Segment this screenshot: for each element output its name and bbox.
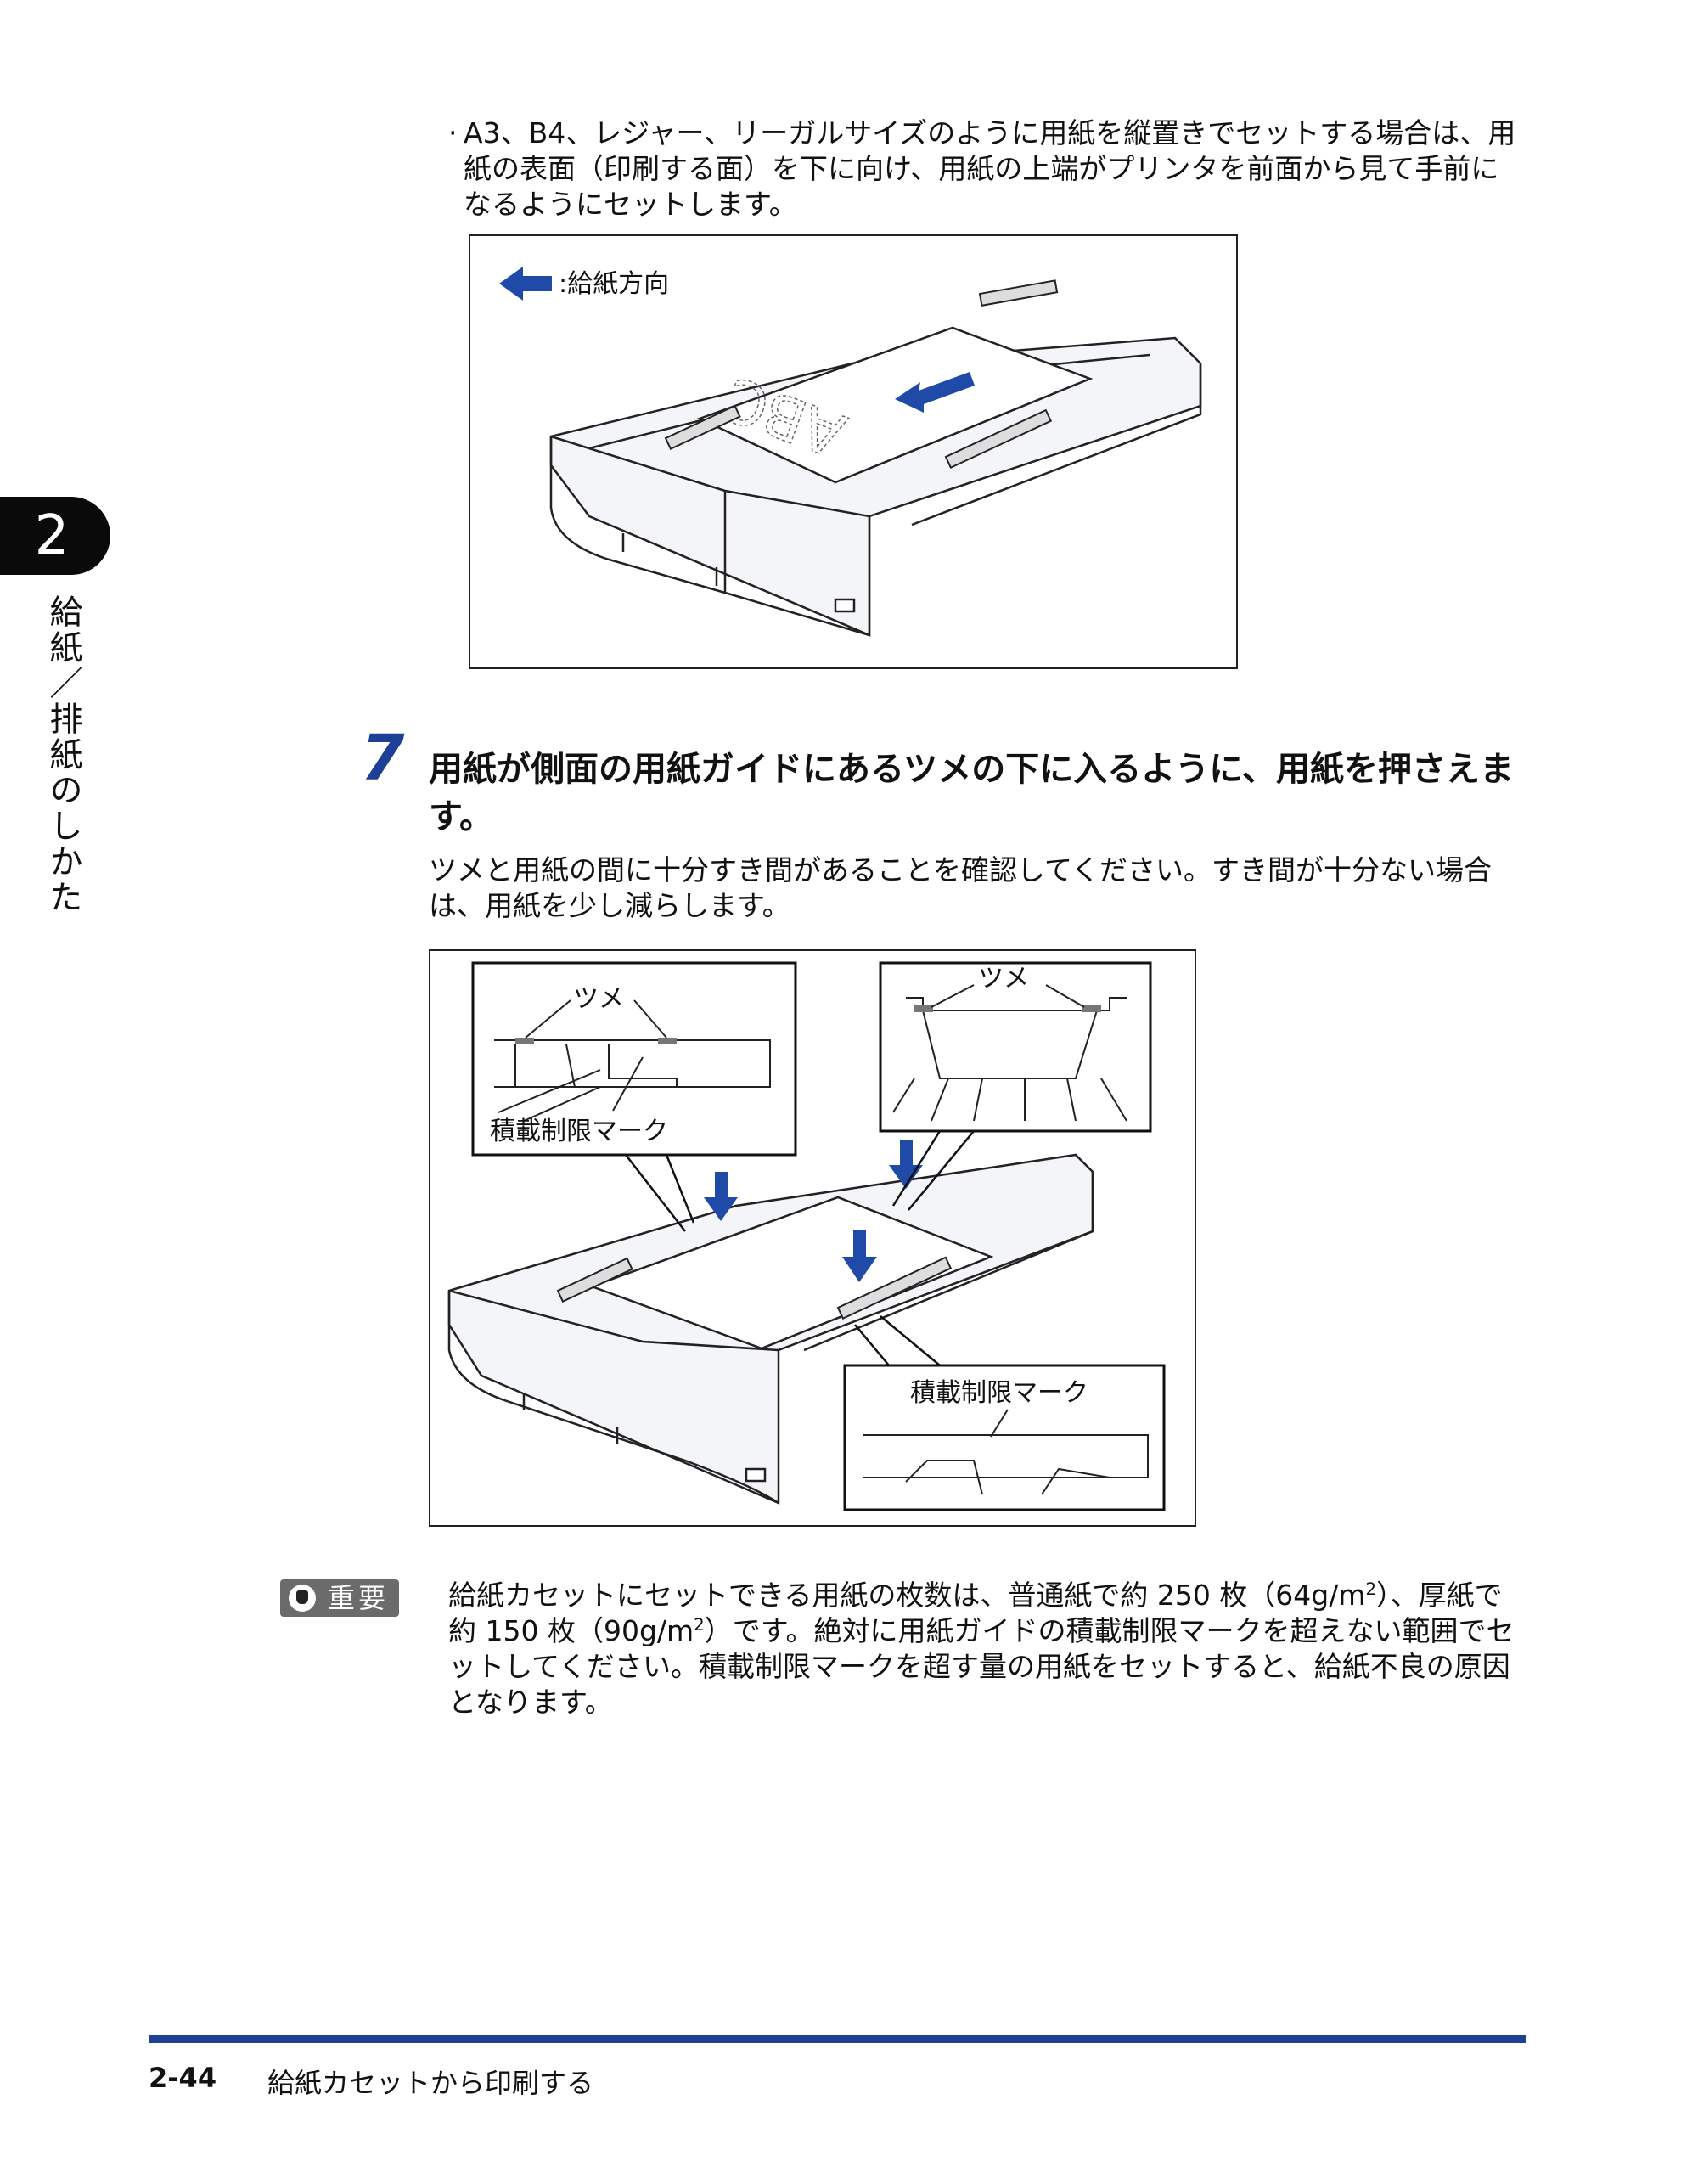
inset-right	[879, 961, 1152, 1133]
important-badge: 重要	[280, 1579, 399, 1617]
bullet-note-text: A3、B4、レジャー、リーガルサイズのように用紙を縦置きでセットする場合は、用紙…	[464, 116, 1516, 221]
step-number: 7	[361, 722, 405, 795]
chapter-tab: 2	[0, 497, 110, 575]
callout-claw-right: ツメ	[978, 964, 1029, 993]
superscript-2a: 2	[1365, 1579, 1377, 1599]
footer-section-title: 給紙カセットから印刷する	[267, 2067, 594, 2099]
footer-rule	[149, 2035, 1526, 2043]
important-text-b: ）、厚紙で約 150 枚（90g/m	[448, 1579, 1503, 1647]
paper-tray-figure-feed-direction: :給紙方向 ABC	[469, 234, 1238, 669]
callout-claw-left: ツメ	[573, 984, 624, 1014]
bullet-note: · A3、B4、レジャー、リーガルサイズのように用紙を縦置きでセットする場合は、…	[448, 115, 1527, 222]
bullet-marker: ·	[448, 116, 458, 149]
footer-page-number: 2-44	[149, 2062, 217, 2094]
chapter-number: 2	[34, 504, 70, 567]
tray-illustration-1: :給紙方向 ABC	[499, 267, 1202, 637]
feed-direction-legend-arrow-icon	[499, 267, 552, 301]
important-text-a: 給紙カセットにセットできる用紙の枚数は、普通紙で約 250 枚（64g/m	[448, 1579, 1366, 1612]
inset-left	[471, 961, 797, 1157]
important-label: 重要	[328, 1582, 390, 1614]
chapter-title-vertical: 給紙／排紙のしかた	[44, 594, 82, 915]
hand-stop-icon	[289, 1585, 316, 1612]
superscript-2b: 2	[694, 1615, 705, 1635]
important-note-text: 給紙カセットにセットできる用紙の枚数は、普通紙で約 250 枚（64g/m2）、…	[448, 1578, 1527, 1720]
inset-bottom-right	[843, 1364, 1166, 1511]
feed-direction-label: :給紙方向	[559, 269, 669, 299]
step-detail: ツメと用紙の間に十分すき間があることを確認してください。すき間が十分ない場合は、…	[429, 853, 1493, 922]
callout-stack-limit-bottom: 積載制限マーク	[910, 1378, 1088, 1408]
paper-tray-figure-claws: ツメ 積載制限マーク ツメ 積載制限マーク	[429, 949, 1196, 1527]
step-heading: 用紙が側面の用紙ガイドにあるツメの下に入るように、用紙を押さえます。	[429, 750, 1514, 836]
paper-feed-arrow-icon	[895, 372, 975, 413]
tray-illustration-2: ツメ 積載制限マーク ツメ 積載制限マーク	[447, 961, 1166, 1511]
important-text-c: ）です。絶対に用紙ガイドの積載制限マークを超えない範囲でセットしてください。積載…	[448, 1614, 1515, 1719]
callout-stack-limit-left: 積載制限マーク	[490, 1117, 668, 1146]
press-down-arrow-icon	[704, 1140, 923, 1282]
